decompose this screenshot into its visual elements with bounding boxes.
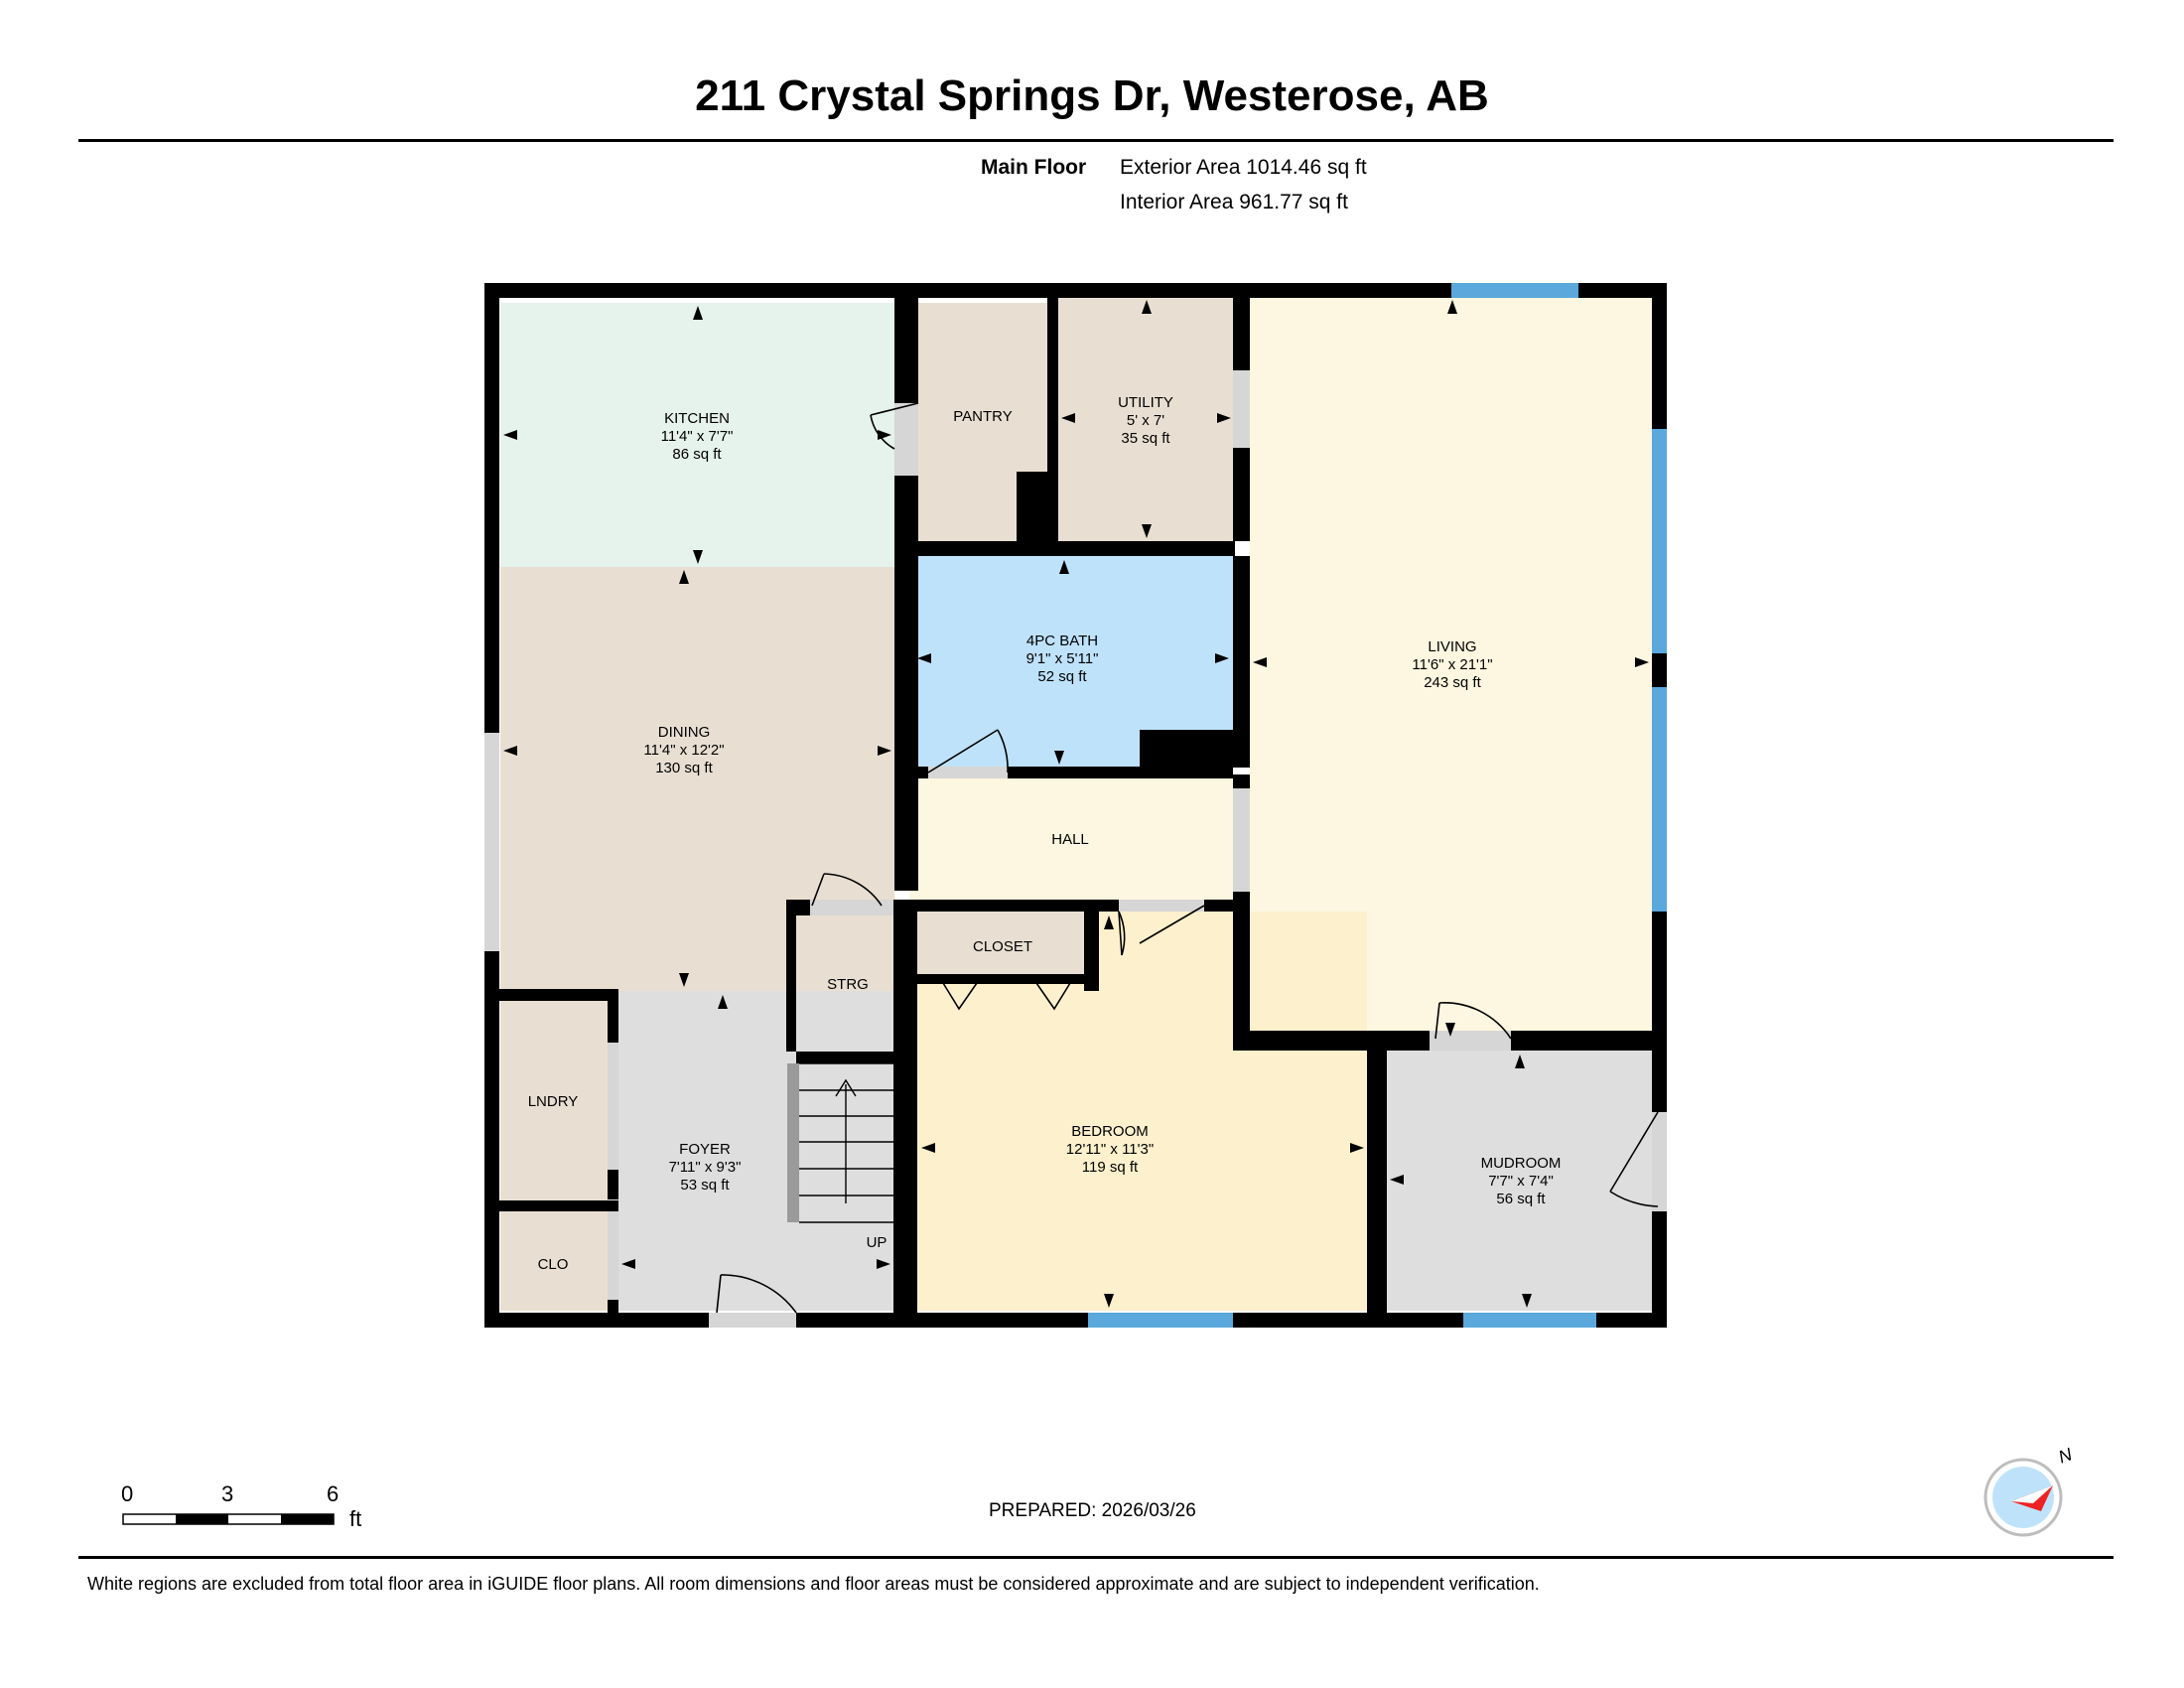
title-rule bbox=[78, 139, 2114, 142]
windows bbox=[1088, 283, 1667, 1328]
foyer-fill bbox=[608, 991, 893, 1311]
stairs bbox=[787, 1062, 893, 1223]
exterior-area: Exterior Area 1014.46 sq ft bbox=[1120, 156, 1367, 179]
kitchen-dims: 11'4" x 7'7" bbox=[661, 428, 734, 445]
page-title: 211 Crystal Springs Dr, Westerose, AB bbox=[695, 71, 1489, 120]
kitchen-name: KITCHEN bbox=[664, 410, 730, 427]
hall-fill bbox=[909, 778, 1233, 900]
living-area: 243 sq ft bbox=[1424, 674, 1481, 691]
kitchen-fill bbox=[500, 303, 894, 567]
kitchen-area: 86 sq ft bbox=[672, 446, 722, 463]
room-labels: KITCHEN 11'4" x 7'7" 86 sq ft PANTRY UTI… bbox=[528, 394, 1562, 1273]
foyer-name: FOYER bbox=[679, 1141, 731, 1158]
foyer-area: 53 sq ft bbox=[680, 1177, 730, 1194]
door-swings bbox=[716, 402, 1659, 1314]
dimension-arrows bbox=[503, 300, 1649, 1308]
lndry-fill bbox=[500, 1001, 608, 1200]
disclaimer: White regions are excluded from total fl… bbox=[87, 1574, 1540, 1594]
prepared-date: PREPARED: 2026/03/26 bbox=[989, 1500, 1196, 1521]
floor-name: Main Floor bbox=[981, 156, 1087, 179]
closet-fill-top bbox=[917, 912, 1084, 974]
mudroom-name: MUDROOM bbox=[1481, 1155, 1562, 1172]
bedroom-name: BEDROOM bbox=[1071, 1123, 1149, 1140]
bath-dims: 9'1" x 5'11" bbox=[1026, 650, 1099, 667]
compass-icon bbox=[1983, 1458, 2063, 1537]
strg-name: STRG bbox=[827, 976, 869, 993]
clo-name: CLO bbox=[538, 1256, 569, 1273]
mudroom-dims: 7'7" x 7'4" bbox=[1488, 1173, 1554, 1190]
utility-fill bbox=[1058, 296, 1233, 541]
mudroom-fill bbox=[1387, 1051, 1655, 1311]
door-openings bbox=[484, 370, 1667, 1328]
utility-area: 35 sq ft bbox=[1121, 430, 1170, 447]
compass: N bbox=[1983, 1444, 2075, 1546]
pantry-name: PANTRY bbox=[953, 408, 1012, 425]
scale-bar bbox=[122, 1513, 335, 1525]
bedroom-area: 119 sq ft bbox=[1082, 1159, 1139, 1176]
utility-dims: 5' x 7' bbox=[1127, 412, 1164, 429]
scale-unit: ft bbox=[349, 1506, 362, 1531]
hall-name: HALL bbox=[1051, 831, 1089, 848]
foyer-dims: 7'11" x 9'3" bbox=[669, 1159, 742, 1176]
dining-name: DINING bbox=[658, 724, 711, 741]
living-dims: 11'6" x 21'1" bbox=[1412, 656, 1492, 673]
footer-rule bbox=[78, 1556, 2114, 1559]
living-name: LIVING bbox=[1428, 638, 1476, 655]
clo-fill bbox=[500, 1211, 608, 1311]
bath-name: 4PC BATH bbox=[1026, 633, 1098, 649]
scale-tick-0: 0 bbox=[121, 1481, 134, 1506]
closet-name: CLOSET bbox=[973, 938, 1032, 955]
scale-tick-3: 3 bbox=[221, 1481, 234, 1506]
stairs-up-label: UP bbox=[867, 1234, 887, 1251]
living-fill bbox=[1250, 296, 1655, 1031]
mudroom-area: 56 sq ft bbox=[1496, 1191, 1546, 1207]
utility-name: UTILITY bbox=[1118, 394, 1173, 411]
scale-tick-6: 6 bbox=[327, 1481, 340, 1506]
bedroom-dims: 12'11" x 11'3" bbox=[1066, 1141, 1154, 1158]
dining-dims: 11'4" x 12'2" bbox=[643, 742, 724, 759]
lndry-name: LNDRY bbox=[528, 1093, 579, 1110]
dining-area: 130 sq ft bbox=[655, 760, 713, 776]
interior-area: Interior Area 961.77 sq ft bbox=[1120, 191, 1348, 213]
bath-area: 52 sq ft bbox=[1037, 668, 1087, 685]
